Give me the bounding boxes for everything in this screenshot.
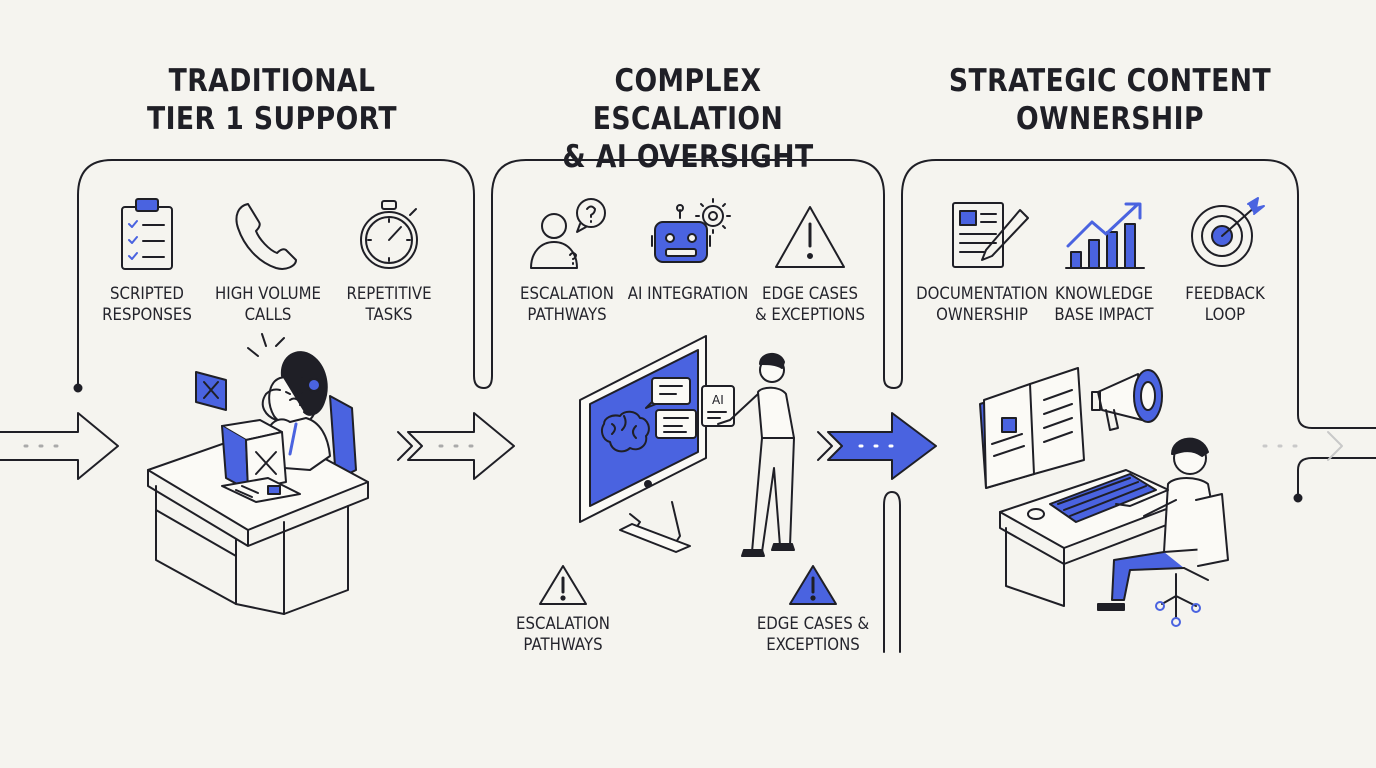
label-scripted-responses: SCRIPTED RESPONSES — [81, 284, 213, 326]
label-line: TASKS — [365, 305, 413, 325]
flow-arrow-4 — [1262, 431, 1343, 461]
brain-icon — [601, 410, 650, 453]
stage-title-complex-escalation: COMPLEX ESCALATION & AI OVERSIGHT — [516, 62, 860, 176]
flow-arrow-1 — [0, 412, 119, 480]
clipboard-checklist-icon — [121, 198, 173, 270]
content-owner-scene — [979, 367, 1229, 627]
label-escalation-pathways: ESCALATION PATHWAYS — [501, 284, 633, 326]
label-line: KNOWLEDGE — [1055, 284, 1153, 304]
phone-icon — [235, 203, 297, 270]
label-line: REPETITIVE — [346, 284, 432, 304]
label-lower-edge-cases-exceptions: EDGE CASES & EXCEPTIONS — [747, 614, 879, 656]
label-repetitive-tasks: REPETITIVE TASKS — [323, 284, 455, 326]
label-line: PATHWAYS — [527, 305, 607, 325]
stopwatch-icon — [360, 200, 418, 269]
keyboard-icon — [1049, 473, 1157, 523]
title-line: OWNERSHIP — [1016, 101, 1204, 137]
label-feedback-loop: FEEDBACK LOOP — [1159, 284, 1291, 326]
label-lower-escalation-pathways: ESCALATION PATHWAYS — [497, 614, 629, 656]
screen-ai-text: AI — [712, 393, 724, 407]
robot-gear-icon — [651, 198, 731, 263]
ai-oversight-scene: AI — [539, 335, 837, 605]
stage-title-traditional-tier-1-support: TRADITIONAL TIER 1 SUPPORT — [100, 62, 444, 138]
document-pencil-icon — [952, 202, 1029, 268]
label-line: OWNERSHIP — [936, 305, 1028, 325]
label-line: FEEDBACK — [1185, 284, 1265, 304]
label-line: RESPONSES — [102, 305, 192, 325]
label-knowledge-base-impact: KNOWLEDGE BASE IMPACT — [1038, 284, 1170, 326]
label-line: ESCALATION — [520, 284, 614, 304]
label-line: EDGE CASES & — [756, 614, 870, 634]
title-line: TRADITIONAL — [168, 63, 376, 99]
title-line: & AI OVERSIGHT — [562, 139, 814, 175]
warning-triangle-filled-icon — [789, 565, 837, 605]
megaphone-icon — [1091, 369, 1163, 431]
label-line: AI INTEGRATION — [627, 284, 749, 304]
warning-triangle-icon — [775, 206, 845, 268]
label-line: PATHWAYS — [523, 635, 603, 655]
label-edge-cases-exceptions: EDGE CASES & EXCEPTIONS — [744, 284, 876, 326]
label-line: EDGE CASES — [762, 284, 858, 304]
support-agent-scene — [147, 333, 369, 615]
person-question-icon — [530, 198, 606, 269]
title-line: STRATEGIC CONTENT — [948, 63, 1272, 99]
title-line: TIER 1 SUPPORT — [146, 101, 398, 137]
title-line: COMPLEX ESCALATION — [592, 63, 784, 137]
stage-frames — [73, 159, 1376, 653]
label-high-volume-calls: HIGH VOLUME CALLS — [202, 284, 334, 326]
error-window-icon — [195, 371, 227, 411]
label-line: EXCEPTIONS — [766, 635, 860, 655]
label-line: SCRIPTED — [110, 284, 184, 304]
label-line: DOCUMENTATION — [916, 284, 1048, 304]
label-documentation-ownership: DOCUMENTATION OWNERSHIP — [916, 284, 1048, 326]
flow-arrow-3 — [817, 412, 937, 480]
growth-chart-icon — [1065, 202, 1145, 269]
stage-title-strategic-content-ownership: STRATEGIC CONTENT OWNERSHIP — [938, 62, 1282, 138]
flow-arrow-2 — [397, 412, 515, 480]
label-line: BASE IMPACT — [1054, 305, 1154, 325]
label-line: HIGH VOLUME — [215, 284, 321, 304]
label-line: & EXCEPTIONS — [755, 305, 865, 325]
warning-triangle-icon — [539, 565, 587, 605]
target-arrow-icon — [1191, 197, 1265, 267]
label-line: ESCALATION — [516, 614, 610, 634]
label-ai-integration: AI INTEGRATION — [622, 284, 754, 305]
label-line: CALLS — [244, 305, 292, 325]
label-line: LOOP — [1204, 305, 1246, 325]
